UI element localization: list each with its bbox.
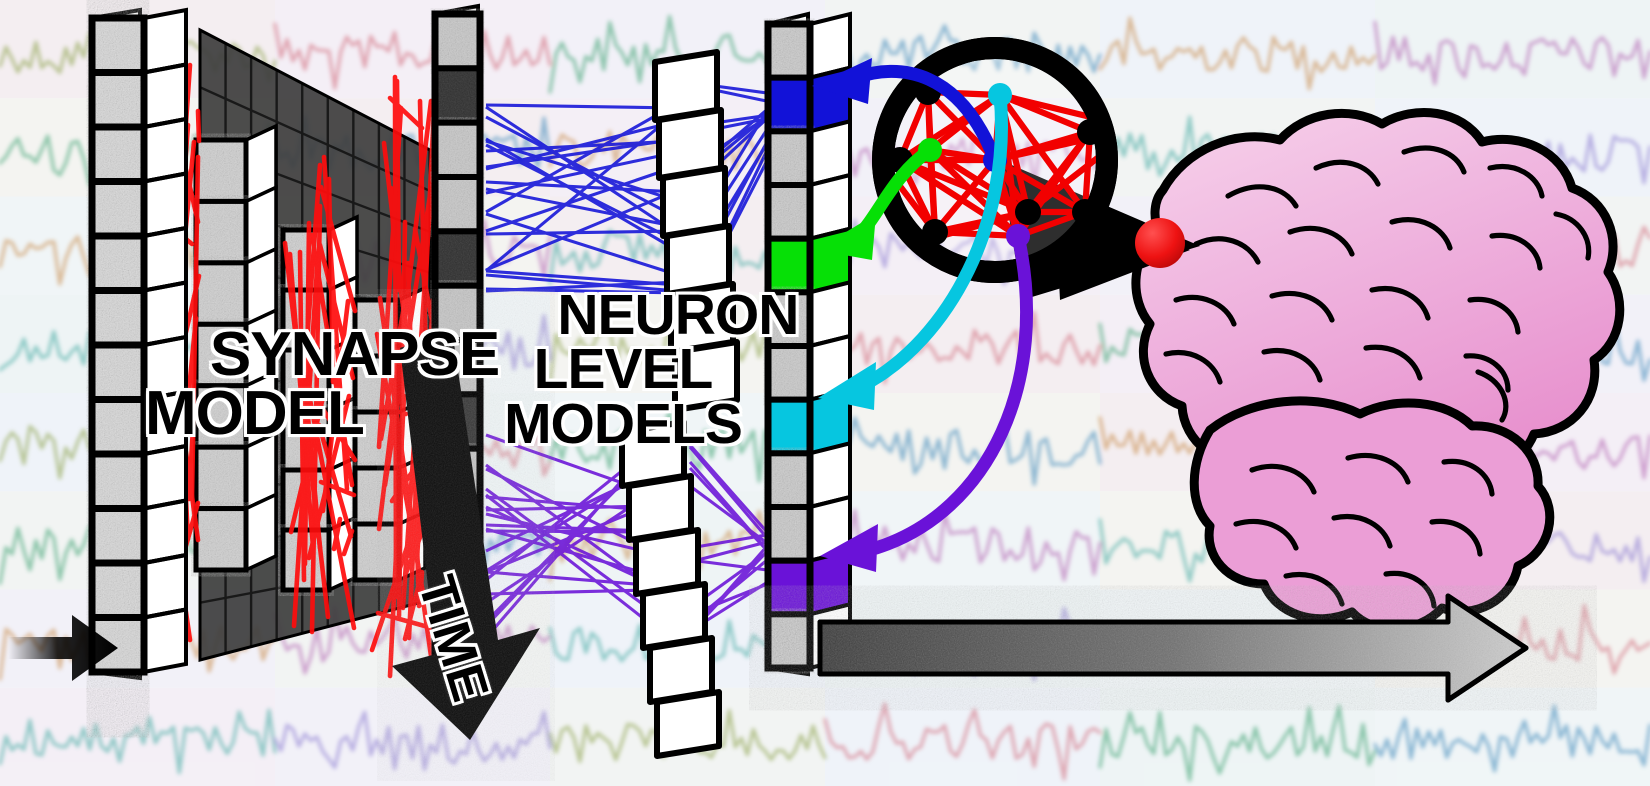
recording-site-marker bbox=[1135, 218, 1185, 268]
mapping-arrow-green bbox=[816, 143, 937, 260]
input-spike-column bbox=[88, 7, 188, 681]
upper-neuron-stack bbox=[652, 49, 740, 413]
mapping-arrow-cyan bbox=[818, 88, 1008, 410]
output-neuron-column bbox=[764, 11, 852, 677]
mapping-arrow-purple bbox=[820, 229, 1034, 572]
mapping-arrow-blue bbox=[812, 58, 1002, 167]
lower-neuron-stack bbox=[619, 419, 722, 759]
brain-illustration bbox=[1131, 108, 1625, 634]
output-arrow bbox=[817, 593, 1529, 703]
input-arrow bbox=[8, 615, 118, 681]
time-arrow bbox=[392, 330, 540, 740]
